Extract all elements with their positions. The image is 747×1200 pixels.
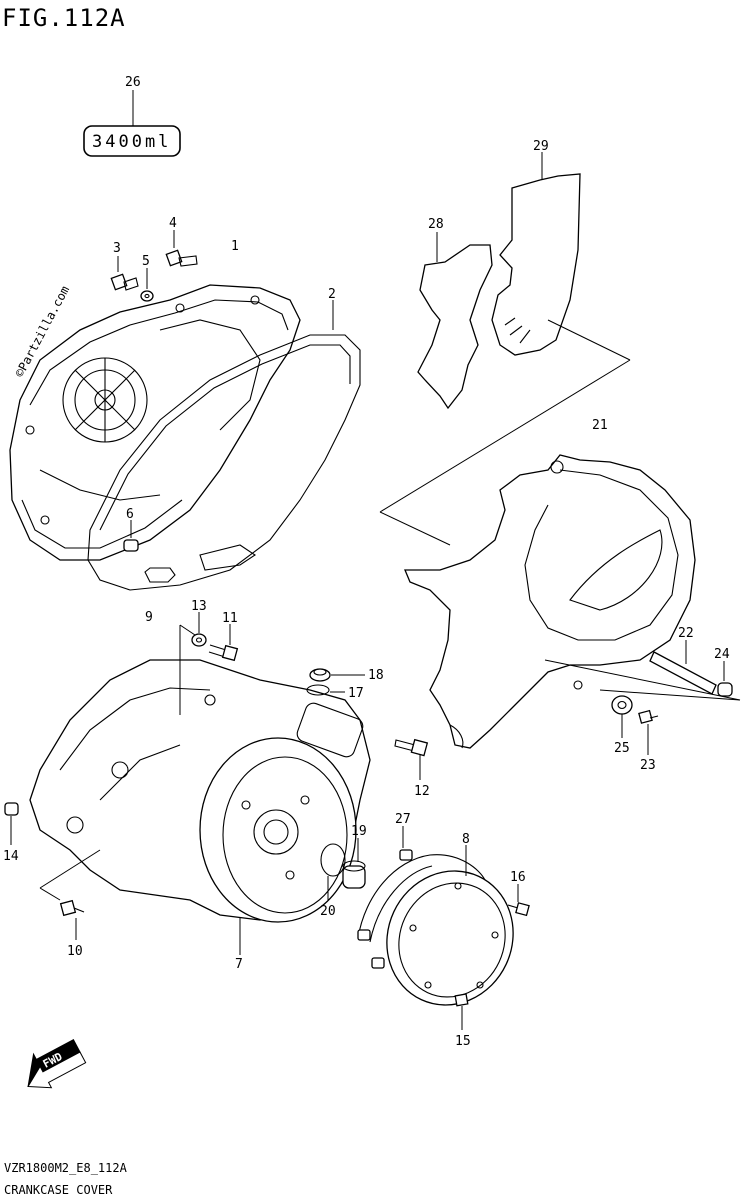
- callout-27: 27: [395, 812, 411, 827]
- figure-caption: CRANKCASE COVER: [4, 1183, 113, 1197]
- callout-5: 5: [142, 254, 150, 269]
- callout-8: 8: [462, 832, 470, 847]
- callout-7: 7: [235, 957, 243, 972]
- callout-24: 24: [714, 647, 730, 662]
- callout-25: 25: [614, 741, 630, 756]
- part-2-gasket: [87, 334, 361, 591]
- callout-15: 15: [455, 1034, 471, 1049]
- part-21-outer-cover: [404, 454, 696, 749]
- callout-13: 13: [191, 599, 207, 614]
- callout-20: 20: [320, 904, 336, 919]
- part-4-bolt: [165, 249, 198, 267]
- callout-29: 29: [533, 139, 549, 154]
- callout-22: 22: [678, 626, 694, 641]
- callout-11: 11: [222, 611, 238, 626]
- part-7-generator-cover: [29, 659, 371, 923]
- callout-2: 2: [328, 287, 336, 302]
- part-8-cover-plate: [386, 870, 514, 1006]
- callout-19: 19: [351, 824, 367, 839]
- part-16-screw: [507, 902, 530, 917]
- callout-12: 12: [414, 784, 430, 799]
- part-27-gasket: [357, 849, 486, 969]
- figure-title: FIG.112A: [2, 4, 126, 32]
- part-13-washer: [191, 633, 207, 647]
- part-10-bolt: [59, 899, 85, 917]
- callout-9: 9: [145, 610, 153, 625]
- part-14-dowel: [4, 802, 19, 816]
- fwd-arrow-icon: FWD: [27, 1039, 87, 1089]
- part-5-washer: [140, 290, 154, 302]
- part-18-plug: [309, 668, 331, 682]
- part-20-o-ring: [320, 843, 346, 877]
- part-24-cap-nut: [717, 682, 733, 697]
- callout-3: 3: [113, 241, 121, 256]
- callout-6: 6: [126, 507, 134, 522]
- callout-26: 26: [125, 75, 141, 90]
- part-1-crankcase-cover: [9, 284, 301, 561]
- part-11-bolt: [208, 644, 239, 662]
- figure-code: VZR1800M2_E8_112A: [4, 1161, 128, 1175]
- callout-23: 23: [640, 758, 656, 773]
- part-15-screw: [454, 993, 469, 1007]
- part-29-cover: [491, 173, 581, 356]
- callout-18: 18: [368, 668, 384, 683]
- callout-21: 21: [592, 418, 608, 433]
- part-22-stud: [649, 651, 717, 695]
- part-26-sealant: 3400ml: [83, 90, 181, 157]
- callout-14: 14: [3, 849, 19, 864]
- part-6-dowel: [123, 539, 139, 552]
- callout-1: 1: [231, 239, 239, 254]
- callout-17: 17: [348, 686, 364, 701]
- part-25-grommet: [611, 695, 633, 715]
- sealant-volume-label: 3400ml: [92, 132, 171, 152]
- part-3-bolt: [110, 273, 139, 291]
- part-23-bolt: [638, 709, 659, 724]
- callout-4: 4: [169, 216, 177, 231]
- callout-28: 28: [428, 217, 444, 232]
- part-17-o-ring: [306, 684, 330, 696]
- callout-16: 16: [510, 870, 526, 885]
- part-12-bolt: [394, 738, 429, 757]
- part-19-plug: [342, 860, 366, 889]
- part-28-cover: [417, 244, 493, 410]
- callout-10: 10: [67, 944, 83, 959]
